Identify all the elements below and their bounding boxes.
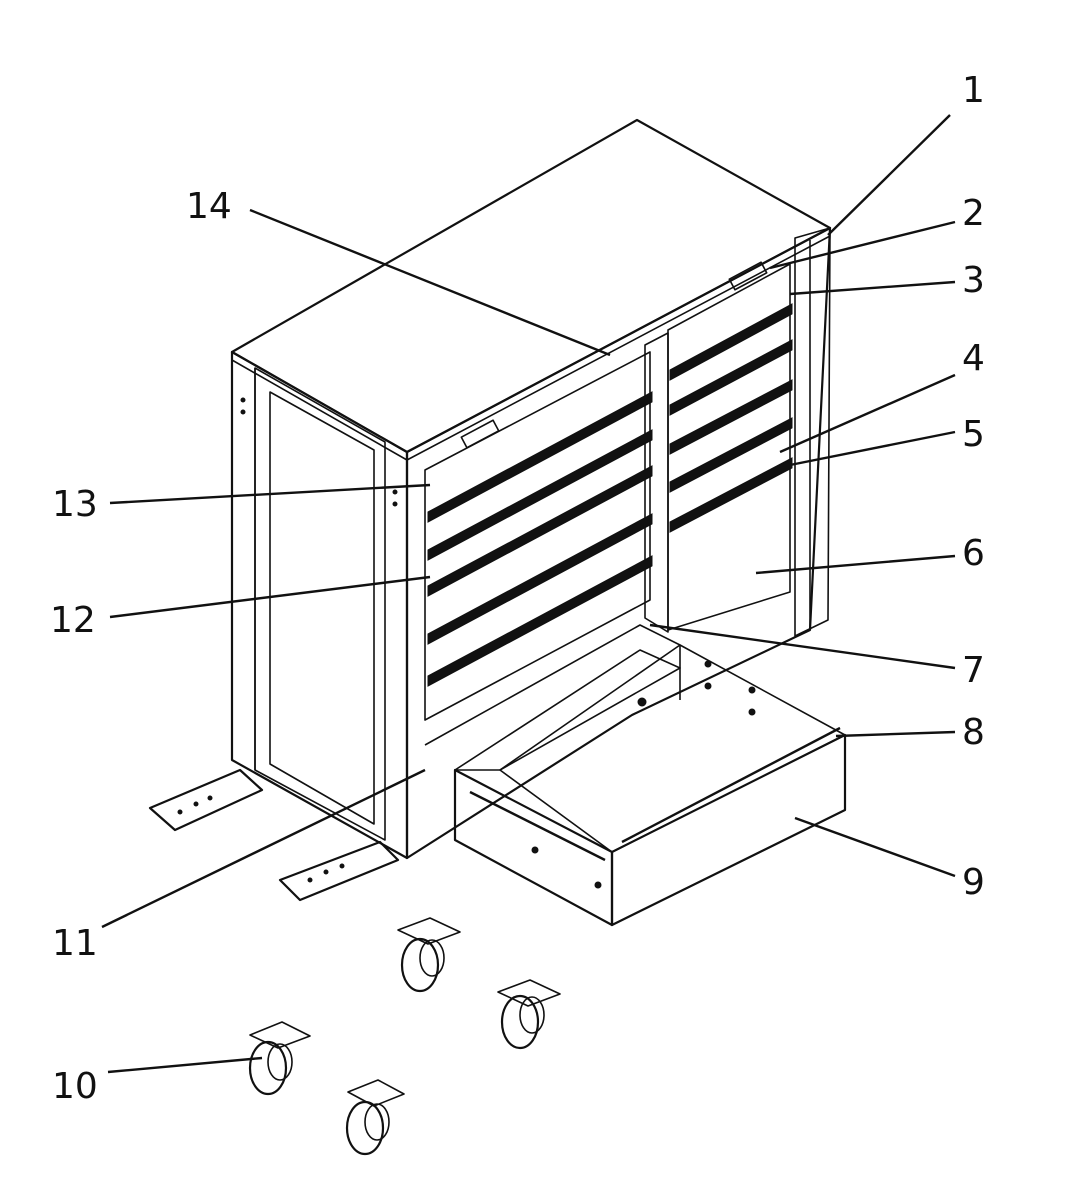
caster-3: [248, 1021, 311, 1096]
caster-2: [497, 979, 561, 1050]
left-drawer-handle-3: [427, 465, 653, 597]
callout-7: 7: [962, 650, 985, 691]
callout-11: 11: [52, 923, 98, 964]
callout-labels: 1 2 3 4 5 6 7 8 9 10 11 12 13 14: [50, 70, 985, 1107]
callout-5: 5: [962, 414, 985, 455]
drawer-left-side: [453, 768, 614, 927]
mounting-plates: [148, 768, 400, 902]
leader-7: [649, 623, 956, 670]
open-drawer: [424, 624, 847, 927]
right-drawer-handle-5: [669, 457, 793, 533]
left-drawer-handle-1: [427, 391, 653, 523]
leader-13: [109, 483, 431, 505]
right-drawer-handle-2: [669, 339, 793, 416]
caster-1: [397, 917, 461, 993]
callout-14: 14: [186, 186, 232, 227]
leader-5: [789, 430, 956, 467]
callout-12: 12: [50, 600, 96, 641]
callout-3: 3: [962, 260, 985, 301]
right-drawer-handle-3: [669, 379, 793, 455]
callout-4: 4: [962, 338, 985, 379]
callout-6: 6: [962, 533, 985, 574]
mounting-plate-right: [278, 840, 400, 902]
callout-2: 2: [962, 193, 985, 234]
right-drawer-bank: [667, 261, 793, 631]
leader-12: [109, 575, 431, 619]
cabinet-left-side: [230, 350, 409, 860]
left-drawer-handle-4: [427, 513, 653, 645]
right-drawer-handle-1: [669, 303, 793, 381]
left-drawer-handle-2: [427, 429, 653, 561]
leader-4: [779, 373, 956, 454]
leader-11: [101, 768, 426, 929]
left-drawer-handle-5: [427, 555, 653, 687]
leader-1: [827, 114, 951, 236]
leader-2: [769, 220, 956, 270]
leader-lines: [101, 114, 956, 1074]
right-handle-plate: [728, 261, 768, 291]
left-handle-plate: [460, 419, 500, 449]
callout-10: 10: [52, 1066, 98, 1107]
callout-8: 8: [962, 712, 985, 753]
leader-14: [249, 208, 611, 357]
cabinet-front-frame: [405, 226, 832, 860]
caster-4: [345, 1079, 405, 1156]
leader-3: [789, 280, 956, 296]
callout-13: 13: [52, 484, 98, 525]
leader-6: [755, 554, 956, 575]
right-drawer-handle-4: [669, 417, 793, 493]
leader-9: [794, 816, 956, 878]
leader-10: [107, 1056, 263, 1074]
callout-9: 9: [962, 862, 985, 903]
callout-1: 1: [962, 70, 985, 111]
left-drawer-bank: [424, 351, 653, 721]
mounting-plate-left: [148, 768, 264, 832]
leader-8: [835, 730, 956, 738]
